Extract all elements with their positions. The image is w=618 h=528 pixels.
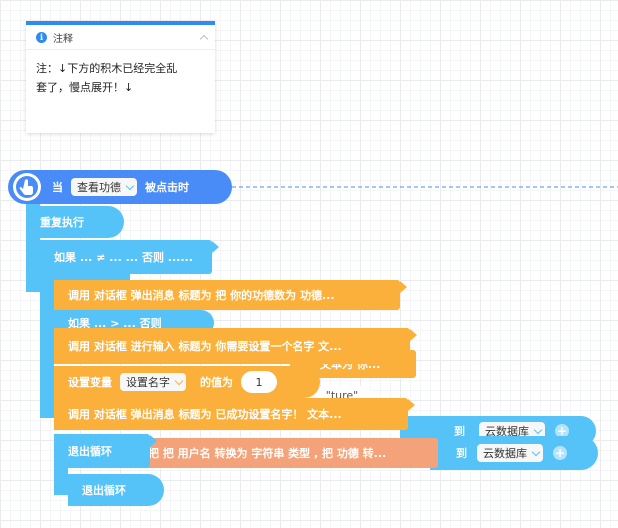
variable-dropdown[interactable]: 设置名字 [120,373,186,391]
component-dropdown[interactable]: 查看功德 [71,178,137,196]
dialog-success-block[interactable]: 调用 对话框 弹出消息 标题为 已成功设置名字！ 文本... [54,398,408,430]
database-dropdown[interactable]: 云数据库 [477,444,543,462]
exit-loop-block-1[interactable]: 退出循环 [54,434,150,468]
if-else-block[interactable]: 如果 ... ≠ ... ... 否则 ...... [40,240,212,274]
hidden-db-value: 云数据库 [485,425,529,438]
repeat-label: 重复执行 [40,216,84,229]
dialog-input-notch [410,329,417,341]
comment-title: 注释 [53,33,73,45]
comment-card[interactable]: i 注释 注：↓下方的积木已经完全乱 套了，慢点展开！↓ [26,21,215,133]
variable-value-text: 1 [255,375,263,389]
variable-value-input[interactable]: 1 [241,371,277,393]
database-dropdown-value: 云数据库 [483,447,527,460]
exit-loop-notch-1 [150,435,157,447]
to-label: 到 [456,447,467,460]
set-variable-block[interactable]: 设置变量 设置名字 的值为 1 [54,366,320,398]
component-dropdown-value: 查看功德 [77,181,121,194]
collapse-chevron-icon[interactable] [199,34,209,43]
store-to-block[interactable]: 到 云数据库 + [430,436,598,470]
connector-dashed-line [232,186,618,188]
if-else-notch [212,241,219,253]
dialog-message-notch [400,281,407,293]
plus-icon[interactable]: + [555,424,569,438]
if-else-arm [40,258,54,418]
repeat-forever-block[interactable]: 重复执行 [26,206,124,238]
dialog-input-label: 调用 对话框 进行输入 标题为 你需要设置一个名字 文... [68,340,342,353]
exit-loop-label-1: 退出循环 [68,445,112,458]
comment-header[interactable]: i 注释 [26,25,215,50]
chevron-down-icon [174,376,184,385]
dialog-success-label: 调用 对话框 弹出消息 标题为 已成功设置名字！ 文本... [68,408,342,421]
comment-text[interactable]: 注：↓下方的积木已经完全乱 套了，慢点展开！↓ [36,62,178,94]
convert-type-block[interactable]: 把 把 用户名 转换为 字符串 类型 , 把 功德 转... [130,438,438,468]
variable-dropdown-value: 设置名字 [126,376,170,389]
dialog-message-block[interactable]: 调用 对话框 弹出消息 标题为 把 你的功德数为 功德... [54,280,400,310]
hidden-to-label: 到 [454,425,465,438]
exit-loop-block-2[interactable]: 退出循环 [68,474,164,506]
hidden-db-dropdown[interactable]: 云数据库 [479,422,545,440]
dialog-success-notch [408,399,415,411]
pointer-hand-icon [13,173,41,201]
info-icon: i [36,31,47,43]
chevron-down-icon [533,425,543,434]
chevron-down-icon [125,181,135,190]
set-variable-mid: 的值为 [200,376,233,389]
hidden-if-label: 如果 ... > ... 否则 [68,317,162,330]
dialog-message-label: 调用 对话框 弹出消息 标题为 把 你的功德数为 功德... [68,289,335,302]
hat-suffix: 被点击时 [145,181,189,194]
set-variable-prefix: 设置变量 [68,376,112,389]
hat-prefix: 当 [52,181,63,194]
plus-icon[interactable]: + [553,446,567,460]
chevron-down-icon [531,447,541,456]
convert-label: 把 把 用户名 转换为 字符串 类型 , 把 功德 转... [148,447,387,460]
if-else-label: 如果 ... ≠ ... ... 否则 ...... [54,251,193,264]
exit-loop-label-2: 退出循环 [82,484,126,497]
hat-block-when-clicked[interactable]: 当 查看功德 被点击时 [8,170,232,204]
dialog-input-block[interactable]: 调用 对话框 进行输入 标题为 你需要设置一个名字 文... [54,328,410,364]
